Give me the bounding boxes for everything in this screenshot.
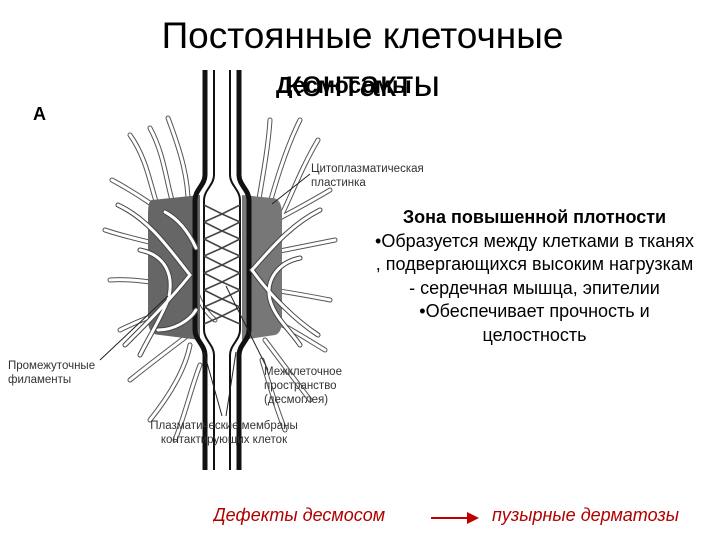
label-intercellular-space: Межклеточное пространство (десмоглея) <box>264 365 376 407</box>
slide-subtitle: Десмосомы <box>276 72 412 98</box>
footer-defects: Дефекты десмосом <box>213 505 386 525</box>
footer-dermatoses: пузырные дерматозы <box>492 505 680 525</box>
label-cytoplasmic-plaque-text: Цитоплазматическая пластинка <box>311 163 424 189</box>
info-item-formation: •Образуется между клетками в тканях , по… <box>375 230 694 298</box>
label-plasma-membranes: Плазматические мембраны контактирующих к… <box>112 419 336 447</box>
slide-title: Постоянные клеточные контакты <box>161 15 564 104</box>
plasma-membranes <box>192 70 252 470</box>
leader-lines <box>99 173 311 417</box>
label-plasma-membranes-text: Плазматические мембраны контактирующих к… <box>150 420 298 446</box>
info-heading: Зона повышенной плотности <box>402 207 667 227</box>
filament-highlights-front <box>116 203 322 357</box>
label-cytoplasmic-plaque: Цитоплазматическая пластинка <box>311 162 471 190</box>
panel-label: А <box>33 104 46 124</box>
arrow-right-icon <box>431 512 479 524</box>
footer-note: Дефекты десмосом пузырные дерматозы <box>213 502 683 540</box>
info-item-strength: •Обеспечивает прочность и целостность <box>419 301 650 345</box>
label-intermediate-filaments: Промежуточные филаменты <box>8 359 133 387</box>
info-block: Зона повышенной плотности •Образуется ме… <box>372 206 697 347</box>
label-intermediate-filaments-text: Промежуточные филаменты <box>8 360 96 386</box>
label-intercellular-space-text: Межклеточное пространство (десмоглея) <box>264 366 342 406</box>
desmoglea-links <box>203 204 241 325</box>
